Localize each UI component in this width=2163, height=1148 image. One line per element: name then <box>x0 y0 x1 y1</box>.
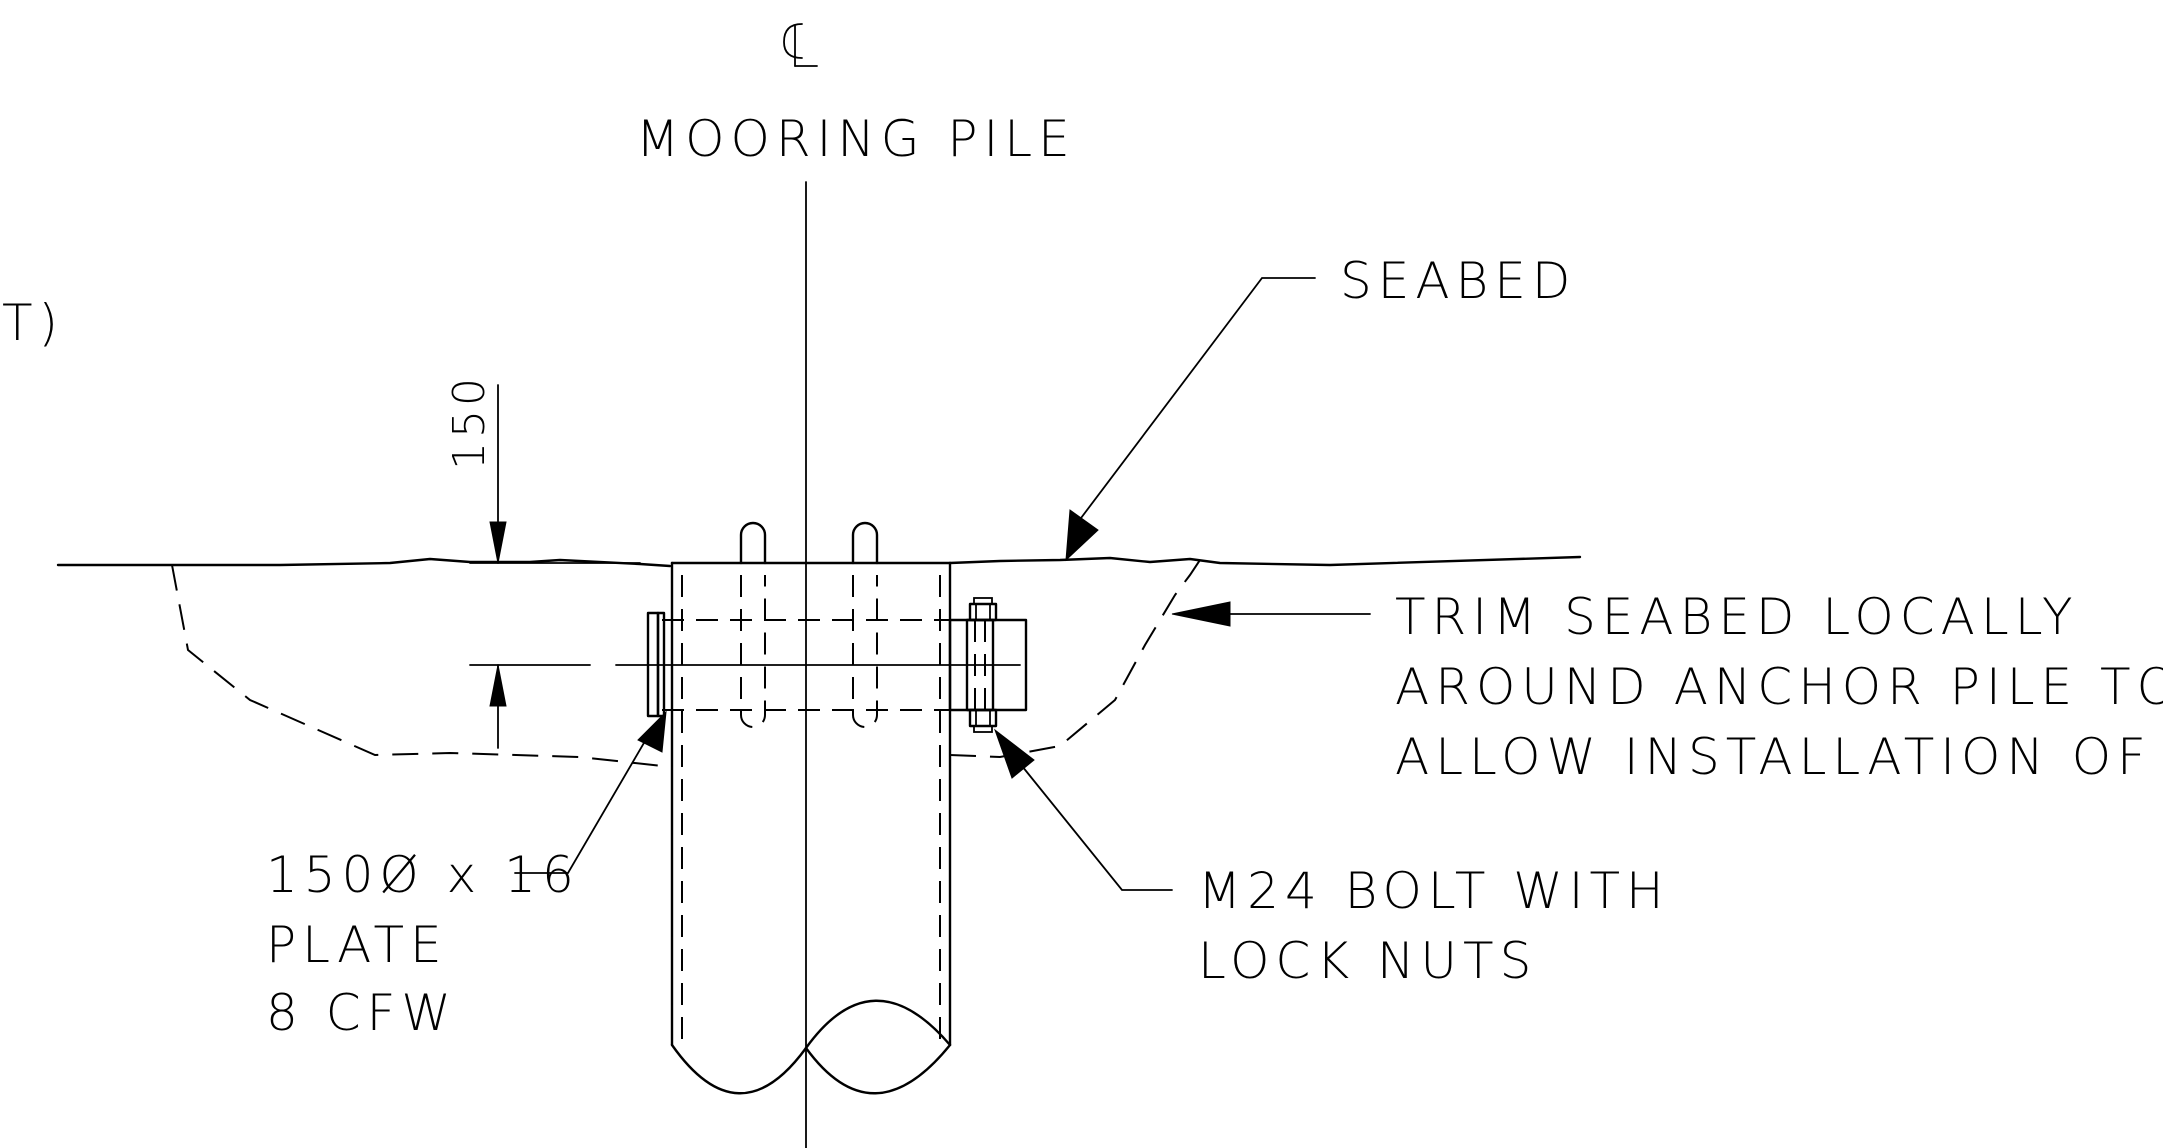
trim-label-line3: ALLOW INSTALLATION OF PIN <box>1395 728 2163 786</box>
dimension-150-label: 150 <box>444 374 495 470</box>
partial-left-label: T) <box>2 294 64 352</box>
pile-body <box>670 561 952 1095</box>
trim-leader <box>1171 601 1371 627</box>
centerline-symbol <box>783 23 818 67</box>
plate-label-line3: 8 CFW <box>266 984 457 1042</box>
mooring-pile-label: MOORING PILE <box>636 110 1076 168</box>
trim-label-line2: AROUND ANCHOR PILE TO <box>1395 658 2163 716</box>
plate-label-line1: 150Ø x 16 <box>266 846 580 904</box>
seabed-line-right <box>948 555 1582 567</box>
bolt-leader <box>993 728 1173 891</box>
end-plate <box>646 611 666 718</box>
dimension-150 <box>469 384 641 749</box>
trim-label-line1: TRIM SEABED LOCALLY <box>1395 588 2078 646</box>
plate-leader <box>514 710 667 874</box>
seabed-leader <box>1065 277 1316 562</box>
trimmed-seabed-dashed-right <box>949 559 1201 759</box>
lock-nut-top <box>968 597 998 622</box>
lock-nut-bottom <box>968 708 998 733</box>
bolt-label-line1: M24 BOLT WITH <box>1198 862 1670 920</box>
seabed-label: SEABED <box>1340 252 1576 310</box>
plate-label-line2: PLATE <box>266 916 448 974</box>
bolt-label-line2: LOCK NUTS <box>1198 932 1537 990</box>
pin-slot-right <box>851 521 879 728</box>
pin-slot-left <box>739 521 767 728</box>
trimmed-seabed-dashed <box>171 564 663 767</box>
pin <box>615 619 1021 711</box>
